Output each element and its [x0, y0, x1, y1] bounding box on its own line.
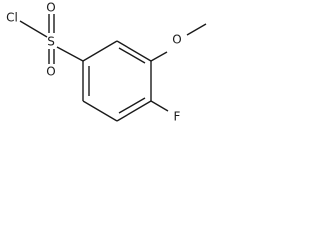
ring-double-bond-c2-c3: [118, 47, 146, 64]
ring-double-bond-c4-c5: [118, 97, 146, 114]
atom-label-oxygen-bottom: O: [46, 65, 55, 79]
atom-label-oxygen-top: O: [46, 1, 55, 15]
bond-o-ch3: [186, 23, 207, 36]
sulfonyl-chloride-group: Cl S O O: [6, 1, 84, 79]
ring-bond-c1-c2: [82, 40, 118, 62]
atom-label-oxygen-methoxy: O: [172, 33, 181, 47]
structure-diagram: Cl S O O O F: [6, 1, 207, 124]
bond-ring-o: [150, 51, 168, 62]
atom-label-fluorine: F: [174, 110, 181, 124]
methoxy-group: O: [150, 23, 207, 62]
ring-bond-c2-c3: [116, 40, 152, 62]
bond-s-cl: [19, 20, 48, 38]
molecule-canvas: Cl S O O O F: [0, 0, 226, 132]
bond-ring-f: [150, 100, 169, 112]
bond-ring-s: [56, 46, 84, 62]
fluoro-group: F: [150, 100, 181, 124]
benzene-ring: [82, 40, 152, 122]
ring-bond-c5-c6: [82, 100, 118, 122]
atom-label-chlorine: Cl: [6, 11, 18, 25]
ring-bond-c4-c5: [116, 100, 152, 122]
atom-label-sulfur: S: [47, 35, 55, 49]
